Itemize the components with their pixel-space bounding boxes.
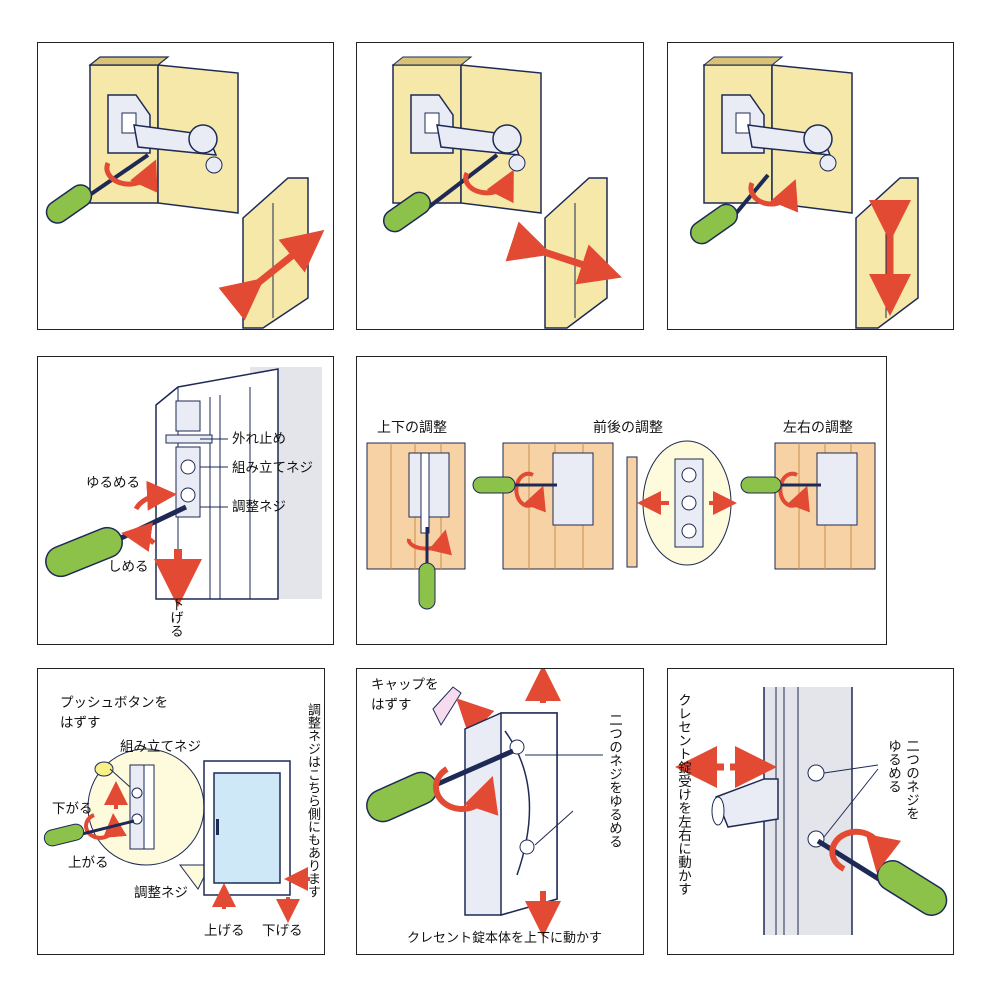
label-assembly-screw: 組み立てネジ [232, 460, 313, 476]
label-adjust-screw: 調整ネジ [134, 885, 188, 901]
rotation-arrow-icon [121, 522, 156, 552]
title-depth-adjust: 前後の調整 [593, 420, 663, 436]
rotation-arrow-icon [463, 169, 514, 204]
flag-hinge-illustration [366, 440, 876, 610]
label-stopper: 外れ止め [232, 431, 286, 447]
plank-group-lateral [740, 442, 876, 570]
screwdriver-icon [43, 819, 135, 847]
cabinet-hinge-illustration [45, 56, 325, 329]
screw-icon [131, 787, 143, 799]
direction-arrow-icon [505, 221, 622, 285]
label-adjust-screw: 調整ネジ [232, 499, 286, 515]
screw-icon [180, 487, 196, 503]
rotation-arrow-icon [433, 766, 499, 816]
screw-icon [509, 739, 525, 755]
label-assembly-screw: 組み立てネジ [120, 739, 201, 755]
panel-crescent-receiver: クレセント錠受けを左右に動かす 二つのネジを ゆるめる [667, 668, 954, 955]
screw-icon [681, 467, 697, 483]
label-two-screws-2: ゆるめる [885, 739, 901, 793]
title-vertical-adjust: 上下の調整 [377, 420, 447, 436]
panel-cabinet-hinge-1 [37, 42, 334, 330]
label-loosen: ゆるめる [86, 475, 140, 491]
label-raise: 上げる [204, 923, 245, 939]
screw-icon [681, 495, 697, 511]
label-cap-remove: はずす [371, 697, 412, 713]
screwdriver-icon [382, 153, 499, 233]
label-move-receiver: クレセント錠受けを左右に動かす [675, 693, 691, 896]
crescent-receiver-illustration [675, 687, 948, 935]
panel-door-hinge: 外れ止め 組み立てネジ 調整ネジ ゆるめる しめる 下げる [37, 356, 334, 645]
crescent-lock-illustration [366, 669, 603, 937]
label-lower: 下げる [167, 597, 183, 638]
label-cap: キャップを [371, 677, 439, 693]
label-tighten: しめる [108, 559, 149, 575]
direction-arrow-icon [218, 229, 325, 321]
window-adjust-illustration [43, 748, 310, 923]
label-move-body: クレセント錠本体を上下に動かす [407, 931, 603, 946]
push-button-icon [94, 761, 114, 777]
label-up: 上がる [68, 855, 109, 871]
plank-group-vertical [366, 442, 466, 610]
screw-icon [180, 459, 196, 475]
panel-cabinet-hinge-2 [356, 42, 644, 330]
label-lower: 下げる [262, 923, 303, 939]
panel-flag-hinge: 上下の調整 前後の調整 左右の調整 [356, 356, 887, 645]
cabinet-hinge-illustration [382, 56, 622, 329]
label-two-screws-1: 二つのネジを [903, 739, 919, 820]
screwdriver-icon [689, 173, 770, 245]
screw-icon [131, 813, 143, 825]
rotation-arrow-icon [84, 813, 127, 840]
screw-icon [807, 764, 825, 782]
door-hinge-illustration [45, 367, 322, 607]
panel-cabinet-hinge-3 [667, 42, 954, 330]
cap-icon [432, 686, 462, 727]
rotation-arrow-icon [748, 179, 799, 213]
label-other-side: 調整ネジはこちら側にもあります [305, 703, 320, 898]
title-lateral-adjust: 左右の調整 [783, 420, 853, 436]
screw-icon [519, 839, 535, 855]
cabinet-hinge-illustration [689, 56, 919, 329]
plank-group-depth [472, 442, 614, 570]
rotation-arrow-icon [133, 480, 177, 511]
panel-crescent-lock: キャップを はずす 二つのネジをゆるめる クレセント錠本体を上下に動かす [356, 668, 644, 955]
panel-window-adjust: プッシュボタンを はずす 組み立てネジ 下がる 上がる 調整ネジ 調整ネジはこち… [37, 668, 325, 955]
screw-icon [681, 523, 697, 539]
rotation-arrow-icon [104, 159, 158, 193]
label-remove-button: はずす [60, 715, 101, 731]
label-down: 下がる [52, 801, 93, 817]
label-two-screws: 二つのネジをゆるめる [606, 713, 622, 848]
rotation-arrow-icon [829, 828, 902, 873]
label-push-button: プッシュボタンを [60, 695, 168, 711]
